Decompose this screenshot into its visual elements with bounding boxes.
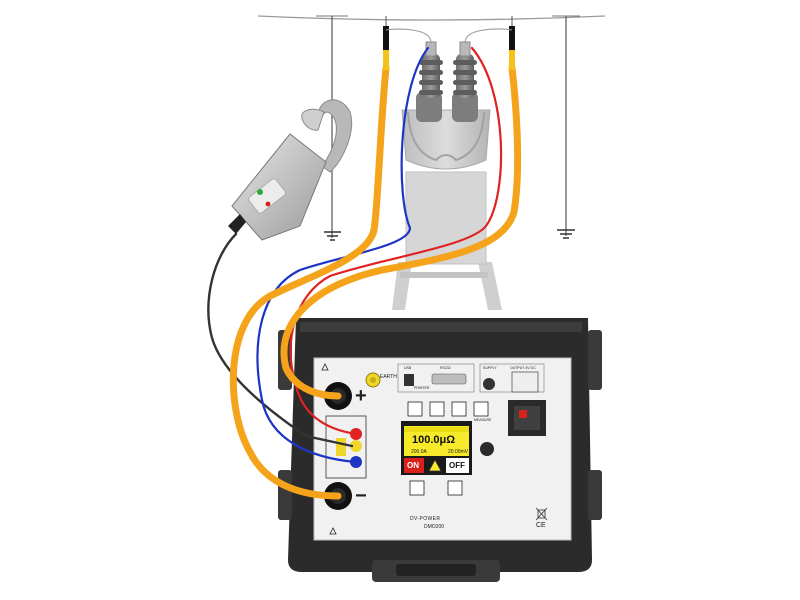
display-screen bbox=[401, 421, 472, 475]
off-button-label[interactable]: OFF bbox=[449, 461, 465, 470]
circuit-breaker bbox=[392, 92, 502, 310]
red-sense-lead bbox=[289, 46, 503, 436]
right-pole bbox=[552, 15, 580, 239]
minus-sign: − bbox=[355, 485, 367, 507]
earth-label: EARTH bbox=[380, 374, 397, 380]
brand-mark: DV-POWER bbox=[410, 516, 441, 522]
io-section bbox=[397, 363, 475, 393]
earth-terminal bbox=[365, 372, 381, 388]
output-label: OUTPUT 4V DC bbox=[510, 366, 536, 370]
key-6[interactable] bbox=[447, 480, 463, 496]
rs232-label: RS232 bbox=[440, 366, 451, 370]
supply-section bbox=[479, 363, 545, 393]
display-voltage: 20.00mV bbox=[448, 449, 469, 455]
top-keys bbox=[407, 401, 489, 417]
measure-label: MEASURE bbox=[474, 418, 492, 422]
key-3[interactable] bbox=[451, 401, 467, 417]
warning-icon bbox=[329, 527, 337, 535]
yellow-clip-right bbox=[509, 16, 515, 70]
right-bushing bbox=[453, 41, 477, 98]
off-button[interactable] bbox=[446, 458, 469, 473]
current-lead-plus bbox=[280, 64, 522, 400]
bushing-wire-right bbox=[464, 28, 513, 43]
printer-label: PRINTER bbox=[414, 386, 430, 390]
blue-sense-lead bbox=[256, 46, 430, 464]
measure-knob[interactable] bbox=[480, 442, 494, 456]
usb-label: USB bbox=[404, 366, 412, 370]
key-1[interactable] bbox=[407, 401, 423, 417]
warning-icon bbox=[321, 363, 329, 371]
current-clamp bbox=[228, 99, 353, 241]
clamp-lead bbox=[207, 232, 354, 448]
warning-icon bbox=[428, 459, 442, 472]
ce-mark: CE bbox=[536, 522, 546, 529]
yellow-clip-left bbox=[383, 16, 389, 70]
bottom-keys bbox=[409, 480, 463, 496]
supply-label: SUPPLY bbox=[483, 366, 497, 370]
overhead-line bbox=[257, 15, 606, 21]
bushing-wire-left bbox=[385, 28, 432, 43]
key-5[interactable] bbox=[409, 480, 425, 496]
current-lead-minus bbox=[229, 64, 390, 500]
model-label: DMO200 bbox=[424, 524, 445, 530]
display-reading: 100.0μΩ bbox=[412, 434, 456, 446]
plus-sign: + bbox=[355, 385, 367, 407]
display-current: 200.0A bbox=[411, 449, 427, 455]
key-2[interactable] bbox=[429, 401, 445, 417]
key-4[interactable] bbox=[473, 401, 489, 417]
left-pole bbox=[316, 15, 348, 241]
left-bushing bbox=[419, 41, 443, 98]
on-button-label[interactable]: ON bbox=[407, 461, 419, 470]
weee-bin-icon bbox=[535, 507, 548, 521]
on-button[interactable] bbox=[404, 458, 424, 473]
power-switch-icon[interactable] bbox=[508, 400, 546, 436]
